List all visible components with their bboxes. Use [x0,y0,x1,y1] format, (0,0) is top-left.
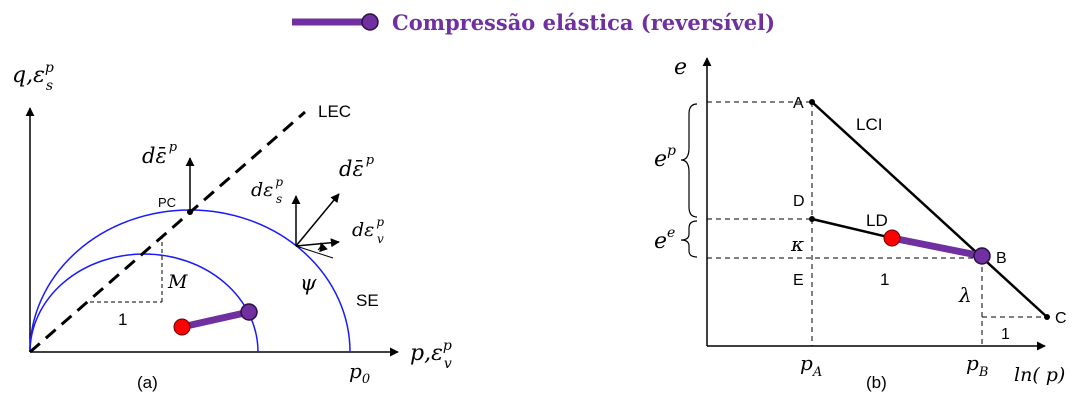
point-b-label: B [996,250,1007,267]
psi-label: ψ [300,271,317,295]
lambda-run-label: 1 [1001,326,1010,343]
panel-a-start-point [173,318,191,336]
panel-a-caption: (a) [137,373,158,392]
brace-ee [680,220,698,258]
panel-b-elastic-path [891,234,983,260]
pc-label: PC [158,195,176,210]
panel-b-y-axis-label: e [674,55,687,80]
kappa-run-label: 1 [880,270,889,289]
legend-marker [361,13,379,31]
point-d-label: D [793,193,805,210]
brace-ep [680,103,698,218]
legend: Compressão elástica (reversível) [292,10,775,35]
pa-label: pA [800,351,822,380]
total-strain-label: dε̄p [339,153,375,181]
ep-label: ep [654,143,676,172]
panel-b-caption: (b) [866,373,887,392]
lambda-label: λ [958,283,972,307]
point-c-dot [1044,314,1050,320]
yield-surface-inner [29,253,259,353]
point-a-label: A [793,95,804,112]
tangent-line [295,245,334,259]
strain-vector-total [295,193,340,247]
panel-b-x-axis-label: ln( p) [1014,364,1065,386]
lci-label: LCI [856,115,882,134]
lec-label: LEC [318,102,351,121]
point-a-dot [809,99,815,105]
ld-line [811,217,893,240]
panel-a-elastic-path [181,308,250,331]
lec-line [29,110,306,354]
ld-label: LD [866,211,888,230]
panel-b: e ln( p) ep ee LCI LD A D E B [654,55,1067,392]
legend-label: Compressão elástica (reversível) [392,10,775,35]
se-label: SE [356,291,379,310]
slope-m-label: M [167,271,188,293]
psi-angle-arc [317,242,328,253]
pb-label: pB [966,351,988,380]
point-d-dot [809,216,815,222]
point-c-label: C [1055,310,1067,327]
slope-one-label: 1 [118,310,127,329]
strain-vector-volumetric [295,238,340,248]
panel-b-end-point [973,247,991,265]
ee-label: ee [654,225,675,254]
pc-strain-label: dε̄p [142,140,178,168]
panel-a-p0-label: p0 [349,359,370,387]
point-e-label: E [793,272,804,289]
panel-a-end-point [240,303,258,321]
panel-b-start-point [883,229,901,247]
kappa-label: κ [790,232,804,256]
lci-line [811,101,1048,318]
